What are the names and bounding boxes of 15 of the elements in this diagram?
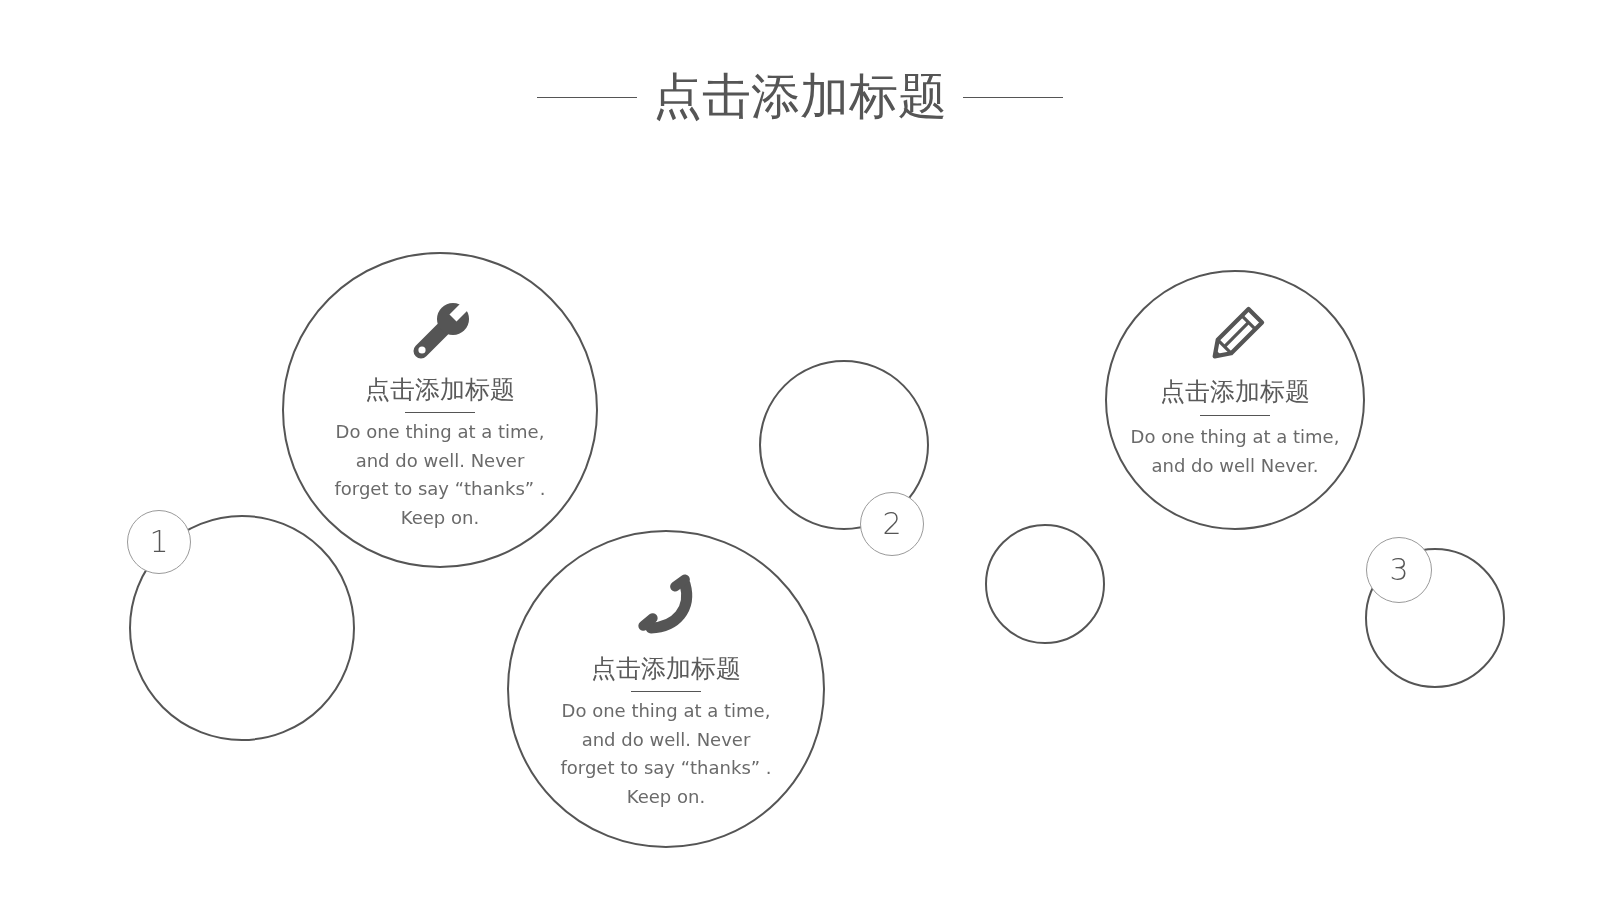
empty-circle: [1365, 548, 1505, 688]
circle-heading: 点击添加标题: [591, 653, 741, 685]
circle-heading: 点击添加标题: [365, 374, 515, 406]
step-number-circle: 3: [1366, 537, 1432, 603]
circle-description: Do one thing at a time, and do well Never.: [1129, 425, 1341, 478]
circle-description: Do one thing at a time, and do well. Never forget to say “thanks” . Keep on.: [333, 420, 547, 530]
empty-circle: [985, 524, 1105, 644]
info-circle: [1105, 270, 1365, 530]
info-circle: [282, 252, 598, 568]
info-circle: [507, 530, 825, 848]
circle-description: Do one thing at a time, and do well. Never forget to say “thanks” . Keep on.: [559, 699, 773, 809]
slide-title: 点击添加标题: [653, 67, 947, 127]
circle-heading: 点击添加标题: [1160, 376, 1310, 408]
empty-circle: [129, 515, 355, 741]
step-number-circle: 2: [860, 492, 924, 556]
